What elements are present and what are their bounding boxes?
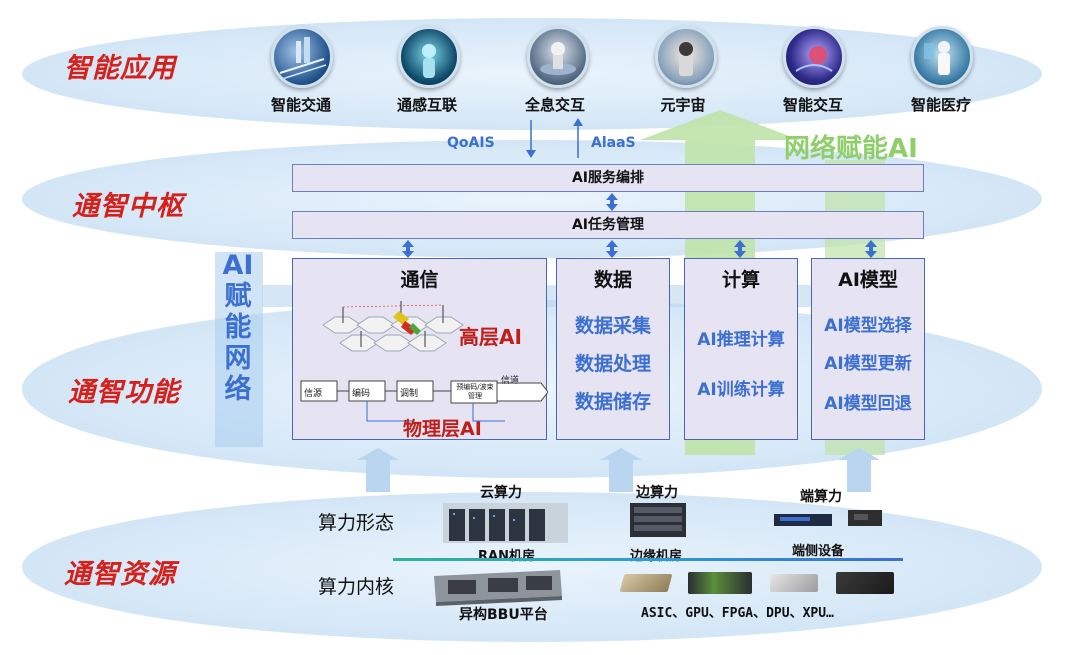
physical-layer-ai-label: 物理层AI [403, 418, 482, 440]
chain-modulate: 调制 [400, 389, 419, 399]
metaverse-icon [655, 26, 717, 88]
chain-source: 信源 [304, 389, 323, 399]
edge-compute-title: 边算力 [636, 485, 678, 501]
comm-title: 通信 [400, 269, 439, 291]
edge-server-image [630, 503, 686, 537]
compute-form-label: 算力形态 [318, 512, 395, 534]
layer-label-function: 通智功能 [68, 377, 180, 408]
ai-service-orchestration-bar: AI服务编排 [292, 164, 924, 192]
app-label-sensing: 通感互联 [396, 96, 457, 114]
resource-divider [393, 558, 903, 561]
interaction-icon [783, 26, 845, 88]
app-label-medical: 智能医疗 [910, 96, 971, 114]
ai-task-management-bar: AI任务管理 [292, 211, 924, 239]
dpu-chip-icon [836, 572, 894, 594]
end-compute-title: 端算力 [800, 489, 842, 505]
data-item-collect: 数据采集 [574, 315, 651, 337]
app-label-holographic: 全息交互 [524, 96, 585, 114]
chip-list-caption: ASIC、GPU、FPGA、DPU、XPU… [641, 606, 834, 621]
medical-icon [911, 26, 973, 88]
data-item-process: 数据处理 [574, 353, 651, 375]
gpu-chip-icon [688, 572, 752, 594]
bbu-platform-caption: 异构BBU平台 [459, 607, 548, 623]
alaas-label: AlaaS [591, 135, 636, 151]
asic-chip-icon [619, 574, 673, 592]
compute-item-training: AI训练计算 [697, 380, 785, 400]
fpga-chip-icon [770, 574, 818, 592]
app-label-metaverse: 元宇宙 [660, 96, 706, 114]
layer-label-hub: 通智中枢 [72, 191, 184, 222]
end-device-image [774, 510, 882, 526]
side-char: 络 [224, 374, 252, 405]
ai-model-item-rollback: AI模型回退 [824, 394, 912, 414]
layer-label-application: 智能应用 [64, 53, 176, 84]
side-ai-empower-network: AI 赋 能 网 络 [218, 250, 258, 405]
signal-chain-diagram [300, 380, 548, 422]
ai-model-item-select: AI模型选择 [824, 316, 912, 336]
ai-model-box: AI模型 AI模型选择 AI模型更新 AI模型回退 [811, 258, 925, 440]
compute-item-inference: AI推理计算 [697, 330, 785, 350]
app-label-traffic: 智能交通 [270, 96, 331, 114]
ran-room-caption: RAN机房 [478, 549, 535, 564]
end-device-caption: 端侧设备 [792, 544, 845, 559]
bbu-platform-image [434, 570, 562, 606]
ai-model-item-update: AI模型更新 [824, 354, 912, 374]
side-char: 能 [224, 312, 252, 343]
edge-room-caption: 边缘机房 [630, 549, 683, 564]
chain-channel: 信道 [501, 376, 520, 386]
compute-core-label: 算力内核 [318, 576, 395, 598]
ai-model-title: AI模型 [838, 269, 898, 291]
compute-title: 计算 [721, 269, 760, 291]
comm-box: 通信 高层AI [292, 258, 548, 440]
data-item-store: 数据储存 [574, 391, 651, 413]
side-char: 赋 [224, 281, 252, 312]
app-label-interaction: 智能交互 [782, 96, 843, 114]
side-char: AI [222, 250, 254, 281]
qoais-label: QoAIS [447, 135, 495, 151]
network-empower-ai-label: 网络赋能AI [784, 134, 918, 164]
holographic-icon [527, 26, 589, 88]
high-layer-ai-label: 高层AI [459, 325, 522, 349]
traffic-icon [271, 26, 333, 88]
chain-encode: 编码 [352, 389, 371, 399]
layer-label-resource: 通智资源 [64, 559, 176, 590]
chain-precoding: 预编码/波束管理 [456, 383, 494, 400]
data-title: 数据 [593, 269, 632, 291]
cell-network-icon [322, 301, 464, 352]
ran-server-room-image [443, 503, 568, 543]
side-char: 网 [224, 343, 252, 374]
sensing-icon [398, 26, 460, 88]
compute-box: 计算 AI推理计算 AI训练计算 [684, 258, 798, 440]
cloud-compute-title: 云算力 [480, 485, 522, 501]
data-box: 数据 数据采集 数据处理 数据储存 [556, 258, 670, 440]
